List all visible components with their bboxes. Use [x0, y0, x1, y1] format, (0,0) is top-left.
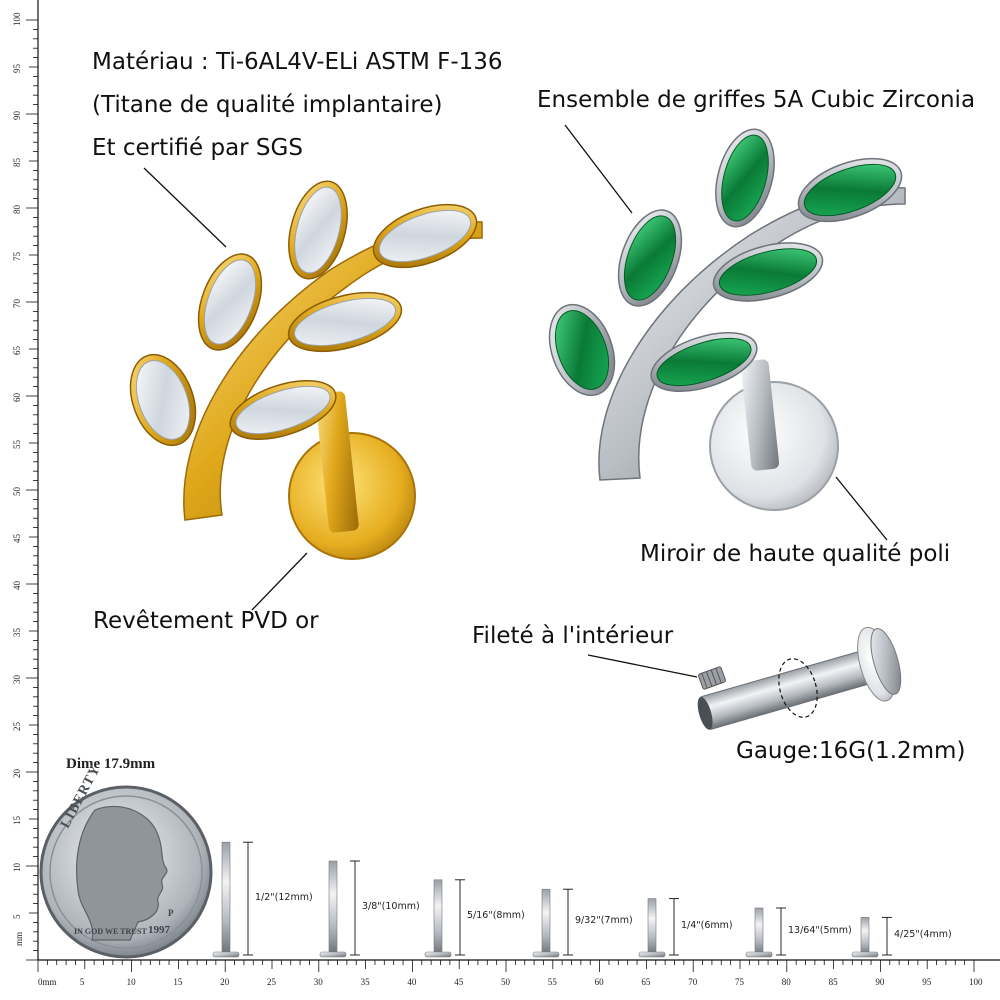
- ruler-bottom-label: 10: [126, 977, 136, 987]
- ruler-left-unit: mm: [14, 931, 24, 946]
- ruler-left-label: 5: [12, 914, 22, 920]
- ruler-left-label: 30: [12, 675, 22, 684]
- pin-10mm: [319, 860, 360, 958]
- pin-4mm: [851, 916, 892, 958]
- gold-leaf-piercing: [129, 180, 483, 560]
- ruler-left-label: 100: [12, 12, 22, 27]
- pin-post: [647, 898, 657, 956]
- ruler-bottom-label: 40: [407, 977, 417, 987]
- ruler-left-label: 85: [12, 158, 22, 167]
- pin-post: [860, 917, 870, 956]
- ruler-bottom-label: 65: [641, 977, 651, 987]
- ruler-left-label: 80: [12, 205, 22, 214]
- internal-thread-label: Fileté à l'intérieur: [472, 623, 674, 649]
- pin-7mm: [532, 888, 573, 958]
- ruler-left-label: 45: [12, 534, 22, 543]
- pin-base: [745, 951, 773, 958]
- material-label: Matériau : Ti-6AL4V-ELi ASTM F-136: [92, 49, 503, 75]
- ruler-left-label: 40: [12, 581, 22, 590]
- pin-post: [433, 879, 443, 956]
- ruler-bottom-label: 70: [688, 977, 698, 987]
- ruler-left-label: 35: [12, 628, 22, 637]
- ruler-bottom-label: 100: [969, 977, 983, 987]
- pin-size-label: 1/4"(6mm): [681, 919, 733, 931]
- ruler-left-label: 95: [12, 64, 22, 73]
- ruler-left-label: 70: [12, 299, 22, 308]
- ruler-bottom-label: 50: [501, 977, 510, 987]
- coin-motto-text: IN GOD WE TRUST: [74, 927, 147, 936]
- pin-size-label: 4/25"(4mm): [894, 929, 952, 941]
- pin-size-label: 1/2"(12mm): [255, 891, 313, 903]
- ruler-bottom-label: 85: [828, 977, 838, 987]
- gauge-label: Gauge:16G(1.2mm): [736, 738, 966, 764]
- ruler-bottom-label: 15: [173, 977, 183, 987]
- pin-post: [221, 841, 231, 956]
- ruler-bottom-label: 60: [594, 977, 604, 987]
- ruler-bottom-label: 35: [360, 977, 370, 987]
- coin-year-text: 1997: [148, 924, 170, 936]
- pvd-gold-label: Revêtement PVD or: [93, 608, 319, 634]
- pin-size-label: 9/32"(7mm): [575, 915, 633, 927]
- pin-size-label: 5/16"(8mm): [467, 910, 525, 922]
- dime-size-label: Dime 17.9mm: [66, 756, 156, 772]
- pin-size-label: 13/64"(5mm): [788, 924, 852, 936]
- titanium-grade-label: (Titane de qualité implantaire): [92, 92, 443, 118]
- pin-size-label: 3/8"(10mm): [362, 901, 420, 912]
- ruler-left-label: 65: [12, 346, 22, 355]
- pin-base: [532, 951, 560, 958]
- ruler-left-label: 75: [12, 252, 22, 261]
- pin-base: [212, 951, 240, 958]
- dime-coin: [39, 785, 213, 959]
- sgs-certified-label: Et certifié par SGS: [92, 135, 303, 161]
- silver-leaf-piercing: [548, 128, 906, 511]
- ruler-bottom-label: 90: [875, 977, 885, 987]
- ruler-bottom-label: 80: [781, 977, 791, 987]
- threaded-bar: [697, 626, 902, 730]
- ruler-left-label: 50: [12, 487, 22, 496]
- pin-5mm: [745, 907, 786, 958]
- ruler-bottom-label: 5: [79, 977, 85, 987]
- pin-base: [424, 951, 452, 958]
- pin-post: [328, 860, 338, 956]
- ruler-left-label: 90: [12, 111, 22, 120]
- ruler-bottom-label: 20: [220, 977, 230, 987]
- callout-lines: [143, 124, 888, 678]
- pin-base: [851, 951, 879, 958]
- ruler-left-label: 25: [12, 722, 22, 731]
- pin-8mm: [424, 879, 465, 958]
- ruler-left-label: 55: [12, 440, 22, 449]
- pin-base: [319, 951, 347, 958]
- pin-6mm: [638, 898, 679, 958]
- ruler-bottom-label: 25: [267, 977, 276, 987]
- ruler-bottom-unit: 0mm: [38, 977, 57, 987]
- prongs-label: Ensemble de griffes 5A Cubic Zirconia: [537, 87, 976, 113]
- ruler-left-label: 60: [12, 393, 22, 402]
- ruler-left-label: 10: [12, 863, 22, 872]
- pin-12mm: [212, 841, 253, 958]
- pin-post: [754, 907, 764, 956]
- coin-mint-mark: P: [168, 908, 174, 918]
- ruler-left-label: 15: [12, 816, 22, 825]
- ruler-bottom-label: 30: [313, 977, 323, 987]
- ruler-left-label: 20: [12, 769, 22, 778]
- ruler-bottom-label: 95: [922, 977, 932, 987]
- ruler-bottom-label: 55: [547, 977, 557, 987]
- pin-base: [638, 951, 666, 958]
- pin-post: [541, 888, 551, 956]
- ruler-bottom-label: 45: [454, 977, 464, 987]
- mirror-polish-label: Miroir de haute qualité poli: [640, 541, 951, 567]
- ruler-bottom-label: 75: [735, 977, 744, 987]
